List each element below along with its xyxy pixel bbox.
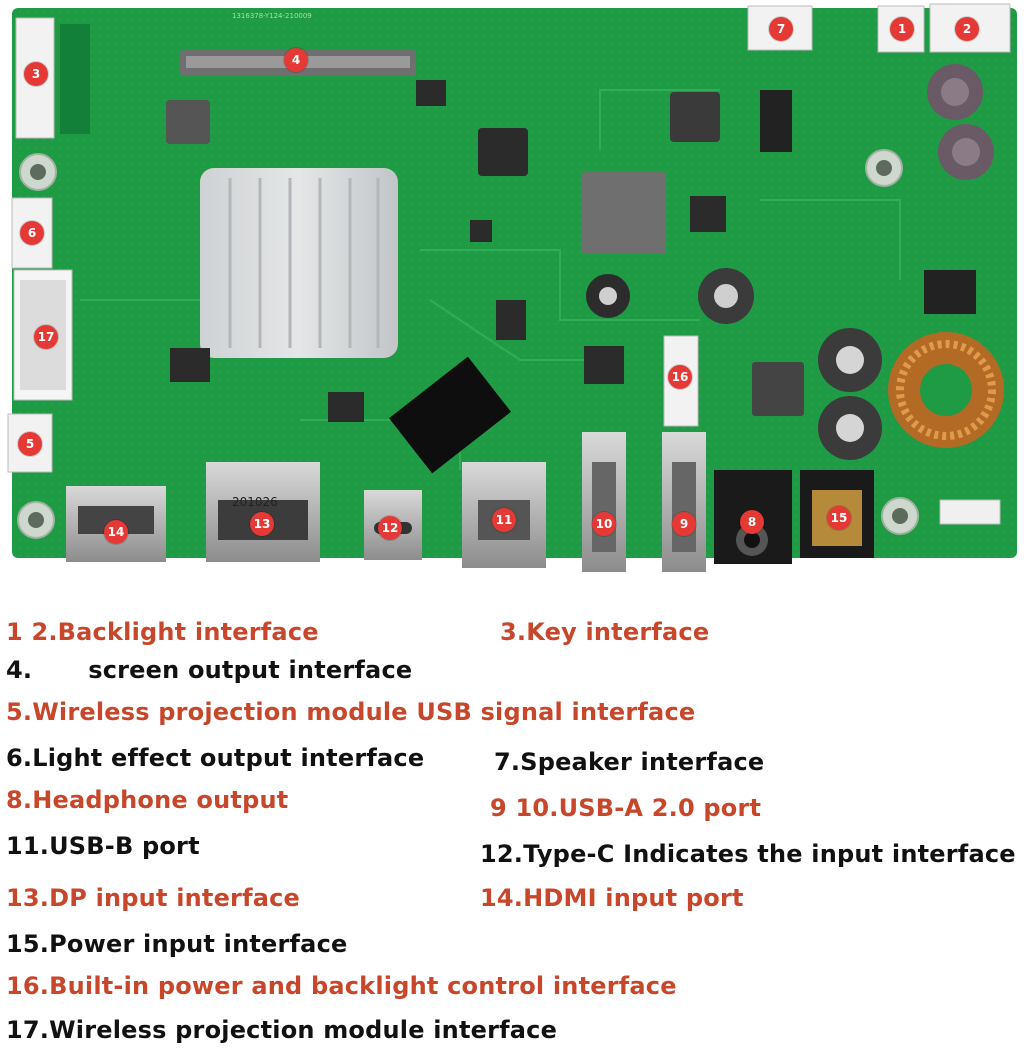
pcb-code: 1316378-Y124-210009 [232,12,312,20]
heatsink-fins [228,178,380,348]
marker-15: 15 [827,506,851,530]
legend-light-effect: 6.Light effect output interface [6,744,425,772]
port-10-usba [582,432,626,572]
marker-9: 9 [672,512,696,536]
port-8-headphone [714,470,792,564]
marker-12: 12 [378,516,402,540]
marker-2: 2 [955,17,979,41]
legend-wireless-usb: 5.Wireless projection module USB signal … [6,698,696,726]
marker-5: 5 [18,432,42,456]
legend-wireless-module: 17.Wireless projection module interface [6,1016,558,1044]
legend-backlight: 1 2.Backlight interface [6,618,319,646]
legend-headphone: 8.Headphone output [6,786,289,814]
marker-16: 16 [668,365,692,389]
marker-17: 17 [34,325,58,349]
legend-key: 3.Key interface [500,618,710,646]
marker-7: 7 [769,17,793,41]
legend-screen-output-prefix: 4. [6,656,33,684]
marker-14: 14 [104,520,128,544]
port-9-usba [662,432,706,572]
legend-speaker: 7.Speaker interface [494,748,765,776]
marker-8: 8 [740,510,764,534]
marker-11: 11 [492,508,516,532]
toroid-inductor [888,332,1004,448]
pcb-board-illustration: 201026 1316378-Y124-210009 [7,3,1017,572]
legend-builtin-power: 16.Built-in power and backlight control … [6,972,677,1000]
capacitors [586,64,994,460]
legend-screen-output-suffix: screen output interface [88,656,413,684]
pcb-photo-area: 201026 1316378-Y124-210009 1 2 3 [7,3,1017,572]
ic-chips [166,80,976,422]
legend-typec: 12.Type-C Indicates the input interface [480,840,1016,868]
marker-10: 10 [592,512,616,536]
black-tape [389,356,511,474]
legend-dp: 13.DP input interface [6,884,301,912]
marker-4: 4 [284,48,308,72]
legend-usba: 9 10.USB-A 2.0 port [490,794,762,822]
marker-13: 13 [250,512,274,536]
legend-usbb: 11.USB-B port [6,832,200,860]
connector-small-right [939,499,1001,525]
mounting-holes [17,149,919,539]
redaction-box [32,668,89,678]
legend-screen-output: 4. screen output interface [6,656,412,684]
legend-power-input: 15.Power input interface [6,930,348,958]
marker-6: 6 [20,221,44,245]
marker-1: 1 [890,17,914,41]
marker-3: 3 [24,62,48,86]
legend-hdmi: 14.HDMI input port [480,884,744,912]
chip-marking: 201026 [232,495,278,509]
